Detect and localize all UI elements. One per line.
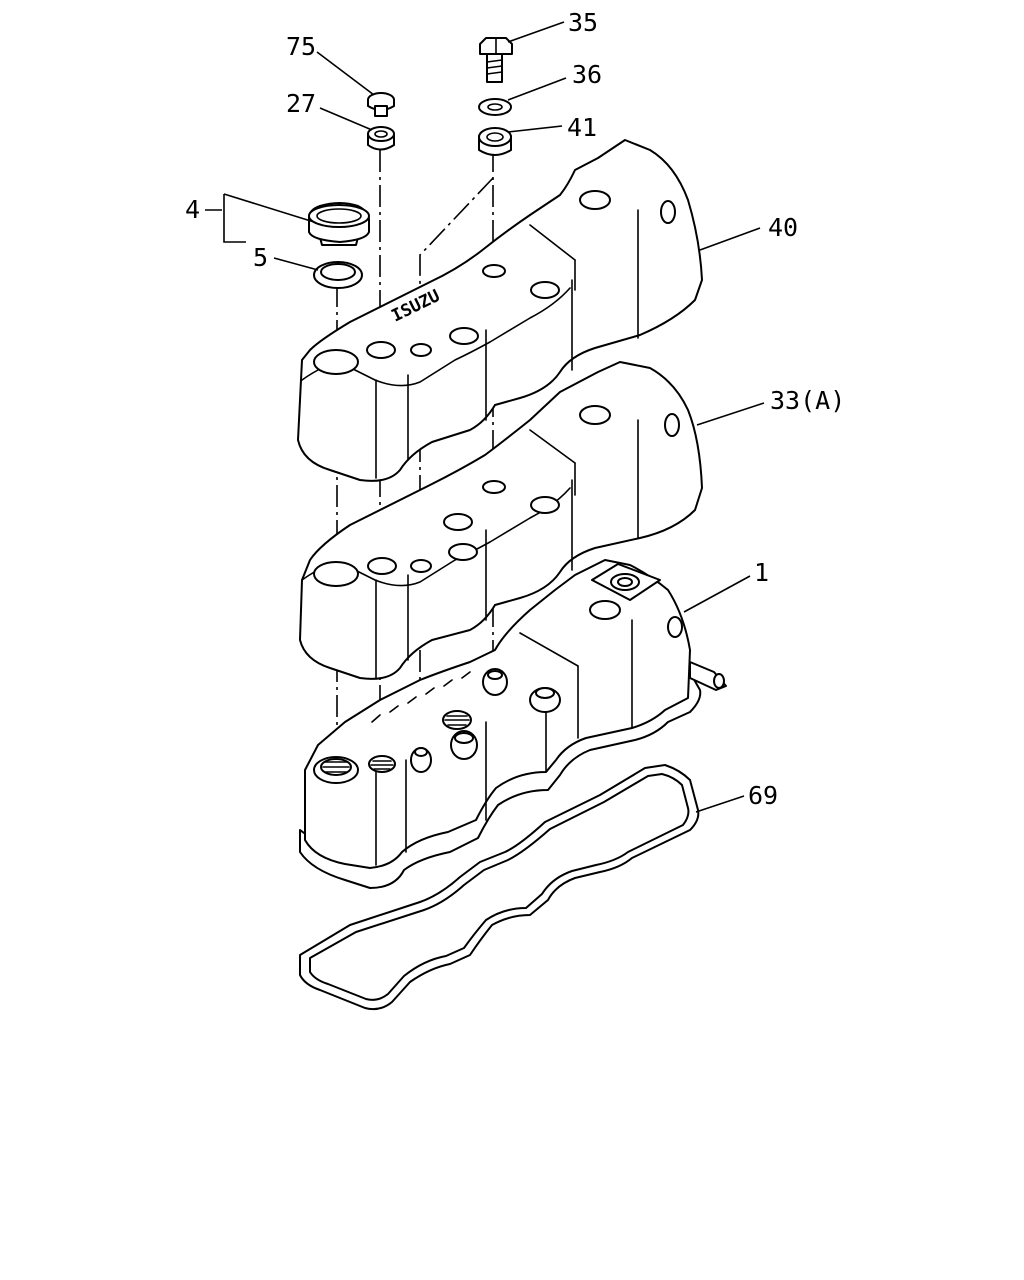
label-33-a: 33(A) xyxy=(770,386,845,415)
part-36-washer xyxy=(478,98,512,116)
label-27: 27 xyxy=(286,89,316,118)
part-5-o-ring xyxy=(313,261,363,289)
label-1: 1 xyxy=(754,558,769,587)
part-4-filler-cap xyxy=(307,202,371,246)
label-69: 69 xyxy=(748,781,778,810)
leader-lines xyxy=(205,21,765,813)
label-5: 5 xyxy=(253,243,268,272)
part-27-grommet xyxy=(367,126,395,151)
part-33-cover xyxy=(299,361,703,680)
part-41-grommet xyxy=(478,127,512,156)
label-40: 40 xyxy=(768,213,798,242)
part-40-cover: ISUZU xyxy=(297,139,703,482)
part-75-bolt xyxy=(367,92,395,117)
label-75: 75 xyxy=(286,32,316,61)
callouts: 35 75 36 27 41 4 40 5 33(A) 1 69 xyxy=(185,8,845,810)
label-35: 35 xyxy=(568,8,598,37)
part-35-bolt xyxy=(479,37,513,83)
label-4: 4 xyxy=(185,195,200,224)
part-69-gasket xyxy=(299,764,700,1011)
label-41: 41 xyxy=(567,113,597,142)
part-1-valve-cover xyxy=(299,559,727,889)
label-36: 36 xyxy=(572,60,602,89)
